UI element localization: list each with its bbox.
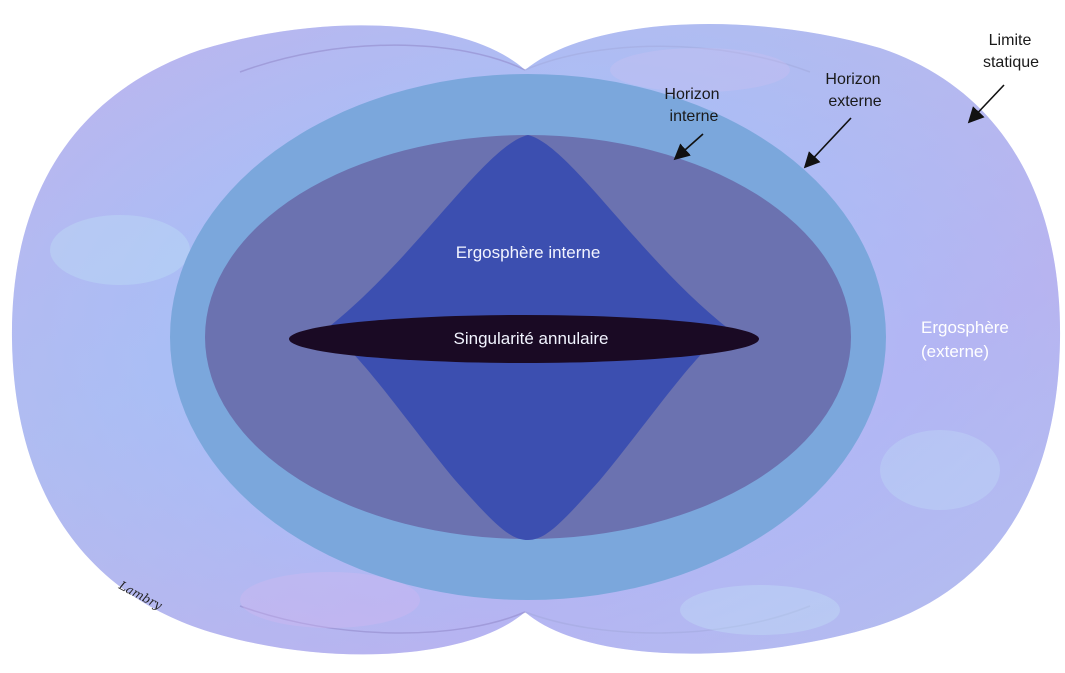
ring-singularity <box>289 315 759 363</box>
inner-horizon-callout: Horizon interne <box>664 86 720 161</box>
inner-horizon-arrow <box>673 133 704 161</box>
static-limit-label-line2: statique <box>983 54 1039 71</box>
static-limit-callout: Limite statique <box>967 32 1039 124</box>
outer-ergosphere-callout: Ergosphère (externe) <box>921 318 1009 361</box>
outer-horizon-arrow <box>803 117 852 169</box>
outer-ergosphere-label-line2: (externe) <box>921 342 989 361</box>
static-limit-arrow <box>967 84 1005 124</box>
outer-horizon-label-line2: externe <box>828 93 881 110</box>
inner-ergosphere-label: Ergosphère interne <box>456 243 601 262</box>
inner-horizon-label-line2: interne <box>670 108 719 125</box>
ring-singularity-label: Singularité annulaire <box>454 329 609 348</box>
static-limit-label-line1: Limite <box>989 32 1032 49</box>
outer-horizon-callout: Horizon externe <box>803 71 882 169</box>
outer-horizon-label-line1: Horizon <box>825 71 880 88</box>
inner-horizon-label-line1: Horizon <box>664 86 719 103</box>
outer-ergosphere-label-line1: Ergosphère <box>921 318 1009 337</box>
